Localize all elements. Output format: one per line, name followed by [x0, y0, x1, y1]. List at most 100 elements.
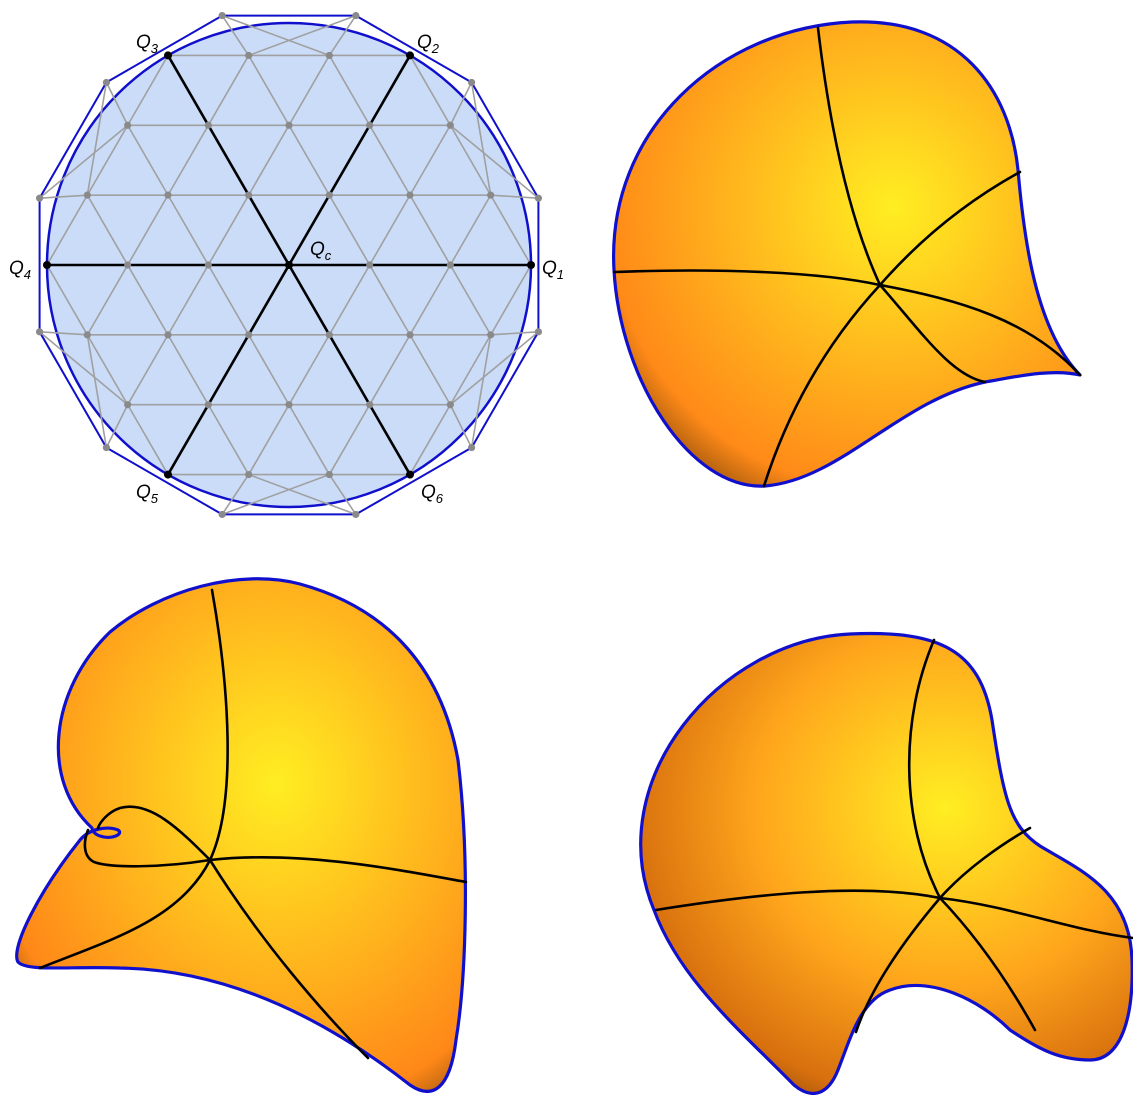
curve-spoke-left — [654, 889, 942, 912]
grid-edge — [247, 334, 290, 406]
surface-body — [612, 20, 1082, 488]
grid-edge — [86, 194, 129, 266]
q-vertex — [164, 51, 172, 60]
grid-edge — [490, 194, 539, 199]
grid-vertex — [245, 191, 253, 199]
grid-edge — [167, 264, 210, 336]
grid-edge — [167, 194, 210, 266]
grid-vertex — [245, 470, 253, 479]
grid-edge — [288, 334, 331, 406]
grid-edge — [470, 82, 492, 196]
label-q2: Q2 — [417, 32, 440, 56]
dodecagon-vertex — [218, 510, 226, 519]
grid-vertex — [406, 191, 414, 199]
label-qc: Qc — [310, 239, 332, 263]
surface-view-bottom-left — [15, 577, 468, 1093]
dodecagon-vertex — [352, 510, 360, 519]
q-vertex — [527, 261, 535, 269]
q-vertex — [406, 470, 414, 479]
dodecagon-vertex — [534, 194, 543, 202]
grid-edge — [409, 194, 452, 266]
grid-vertex — [446, 121, 454, 129]
grid-edge — [490, 331, 539, 336]
grid-vertex — [325, 191, 333, 199]
grid-edge — [368, 264, 411, 336]
curve-spoke-top — [907, 638, 942, 900]
grid-edge — [221, 473, 330, 516]
grid-edge — [409, 334, 452, 406]
grid-vertex — [285, 121, 293, 129]
grid-vertex — [325, 331, 333, 339]
grid-edge — [39, 124, 129, 199]
grid-edge — [489, 264, 532, 336]
curve-spoke-right — [878, 283, 1082, 377]
grid-vertex — [446, 261, 454, 269]
label-q5: Q5 — [136, 482, 159, 506]
grid-edge — [288, 124, 331, 196]
grid-vertex — [164, 331, 172, 339]
curve-spoke-bottom — [854, 896, 942, 1034]
grid-edge — [288, 404, 331, 475]
grid-edge — [368, 334, 411, 406]
grid-edge — [46, 264, 89, 336]
curve-spoke-bottom — [762, 283, 882, 488]
grid-vertex — [204, 121, 212, 129]
grid-edge — [328, 474, 357, 515]
dodecagon-vertex — [102, 78, 111, 87]
grid-vertex — [446, 401, 454, 409]
grid-vertex — [124, 121, 132, 129]
grid-edge — [126, 124, 169, 196]
grid-edge — [105, 404, 129, 448]
curve-spoke-upper-left — [96, 805, 212, 862]
grid-vertex — [285, 401, 293, 409]
grid-edge — [207, 194, 250, 266]
grid-edge — [248, 473, 357, 516]
grid-vertex — [204, 261, 212, 269]
grid-vertex — [204, 401, 212, 409]
grid-edge — [86, 334, 108, 448]
grid-edge — [126, 194, 169, 266]
curve-spoke-lower — [878, 283, 987, 384]
grid-edge — [328, 55, 371, 126]
grid-edge — [247, 124, 290, 196]
dodecagon-vertex — [352, 11, 360, 20]
grid-edge — [46, 194, 89, 266]
surface-body — [15, 577, 467, 1093]
dodecagon-vertex — [534, 328, 543, 336]
curve-spoke-left — [83, 828, 212, 868]
grid-edge — [409, 124, 452, 196]
grid-edge — [288, 55, 331, 126]
grid-edge — [328, 15, 357, 56]
grid-edge — [105, 82, 129, 126]
grid-vertex — [245, 331, 253, 339]
grid-edge — [449, 331, 539, 406]
grid-vertex — [325, 470, 333, 479]
grid-edge — [409, 404, 452, 475]
grid-vertex — [325, 51, 333, 60]
label-q3: Q3 — [136, 32, 159, 56]
grid-edge — [328, 404, 371, 475]
grid-edge — [409, 264, 452, 336]
curve-spoke-right — [938, 896, 1133, 940]
grid-edge — [328, 264, 371, 336]
grid-edge — [86, 264, 129, 336]
curve-spoke-lower-right — [938, 896, 1037, 1032]
grid-vertex — [366, 401, 374, 409]
dodecagon-vertex — [35, 328, 44, 336]
grid-edge — [368, 194, 411, 266]
label-q4: Q4 — [9, 258, 31, 282]
disk-diagram-panel: Q1 Q2 Q3 Q4 Q5 Q6 Qc — [9, 11, 564, 519]
surface-view-bottom-right — [639, 631, 1133, 1095]
grid-edge — [86, 82, 108, 196]
grid-vertex — [164, 191, 172, 199]
curve-spoke-lower-right — [208, 858, 370, 1060]
grid-vertex — [406, 331, 414, 339]
grid-vertex — [487, 331, 495, 339]
grid-vertex — [245, 51, 253, 60]
surface-curves — [38, 588, 468, 1060]
grid-edge — [449, 334, 492, 406]
grid-edge — [126, 334, 169, 406]
surface-curves — [654, 638, 1133, 1034]
q-vertex — [43, 261, 51, 269]
